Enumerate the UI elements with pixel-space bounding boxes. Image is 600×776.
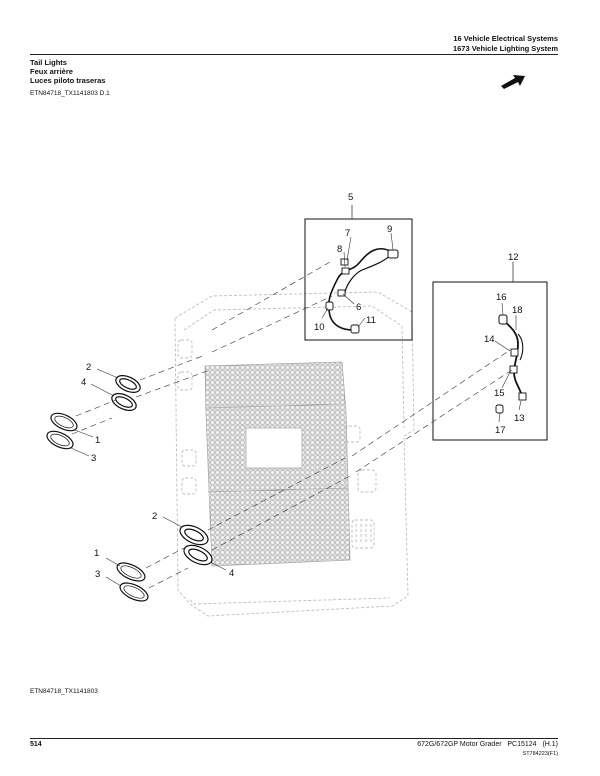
callout-15: 15 <box>494 388 505 399</box>
harness-projection-lines <box>211 261 333 353</box>
callout-8: 8 <box>337 244 342 255</box>
callout-13: 13 <box>514 413 525 424</box>
callout-2-upper: 2 <box>86 362 91 373</box>
callout-10: 10 <box>314 322 325 333</box>
socket-detail-box-12 <box>432 262 548 441</box>
callout-5: 5 <box>348 192 353 203</box>
callout-6: 6 <box>356 302 361 313</box>
upper-left-leader-lines <box>70 368 119 457</box>
callout-2-lower: 2 <box>152 511 157 522</box>
doc-reference: ETN84718_TX1141803 D.1 <box>30 90 110 97</box>
harness-detail-box-5 <box>304 205 413 341</box>
callout-11: 11 <box>366 315 376 326</box>
callout-3-upper: 3 <box>91 453 96 464</box>
front-direction-arrow-icon <box>501 75 525 89</box>
page-number: 514 <box>30 741 42 748</box>
callout-17: 17 <box>495 425 506 436</box>
socket-projection-lines <box>351 349 513 473</box>
footer-doc-reference: ETN84718_TX1141803 <box>30 688 98 695</box>
section-title: 1673 Vehicle Lighting System <box>452 44 558 53</box>
rear-grille-housing <box>174 291 415 617</box>
callout-1-lower: 1 <box>94 548 99 559</box>
callout-9: 9 <box>387 224 392 235</box>
part-title-block: Tail Lights Feux arrière Luces piloto tr… <box>30 58 105 85</box>
callout-16: 16 <box>496 292 507 303</box>
upper-left-projection-lines <box>71 354 211 435</box>
title-english: Tail Lights <box>30 58 67 67</box>
footer-rule <box>30 738 558 739</box>
header-rule <box>30 54 558 55</box>
publication-info: 672G/672GP Motor Grader PC15124 (H.1) <box>417 741 558 748</box>
publication-number: PC15124 <box>507 741 537 748</box>
callout-18: 18 <box>512 305 523 316</box>
callout-labels: 2 4 1 3 2 1 3 4 5 7 8 9 6 10 11 12 16 18… <box>81 192 525 580</box>
title-french: Feux arrière <box>30 67 73 76</box>
title-spanish: Luces piloto traseras <box>30 76 106 85</box>
chapter-title: 16 Vehicle Electrical Systems <box>453 34 558 43</box>
callout-3-lower: 3 <box>95 569 100 580</box>
model-name: 672G/672GP Motor Grader <box>417 741 502 748</box>
callout-1-upper: 1 <box>95 435 100 446</box>
callout-12: 12 <box>508 252 519 263</box>
lower-left-leader-lines <box>105 516 227 587</box>
grille-mesh <box>204 361 351 567</box>
lower-left-lens-group <box>116 524 213 602</box>
callout-4-upper: 4 <box>81 377 86 388</box>
callout-4-lower: 4 <box>229 568 234 579</box>
image-id: ST784223(F1) <box>522 751 558 757</box>
callout-14: 14 <box>484 334 495 345</box>
lower-left-projection-lines <box>145 457 351 589</box>
upper-left-lens-group <box>46 375 141 450</box>
revision: (H.1) <box>542 741 558 748</box>
callout-7: 7 <box>345 228 350 239</box>
